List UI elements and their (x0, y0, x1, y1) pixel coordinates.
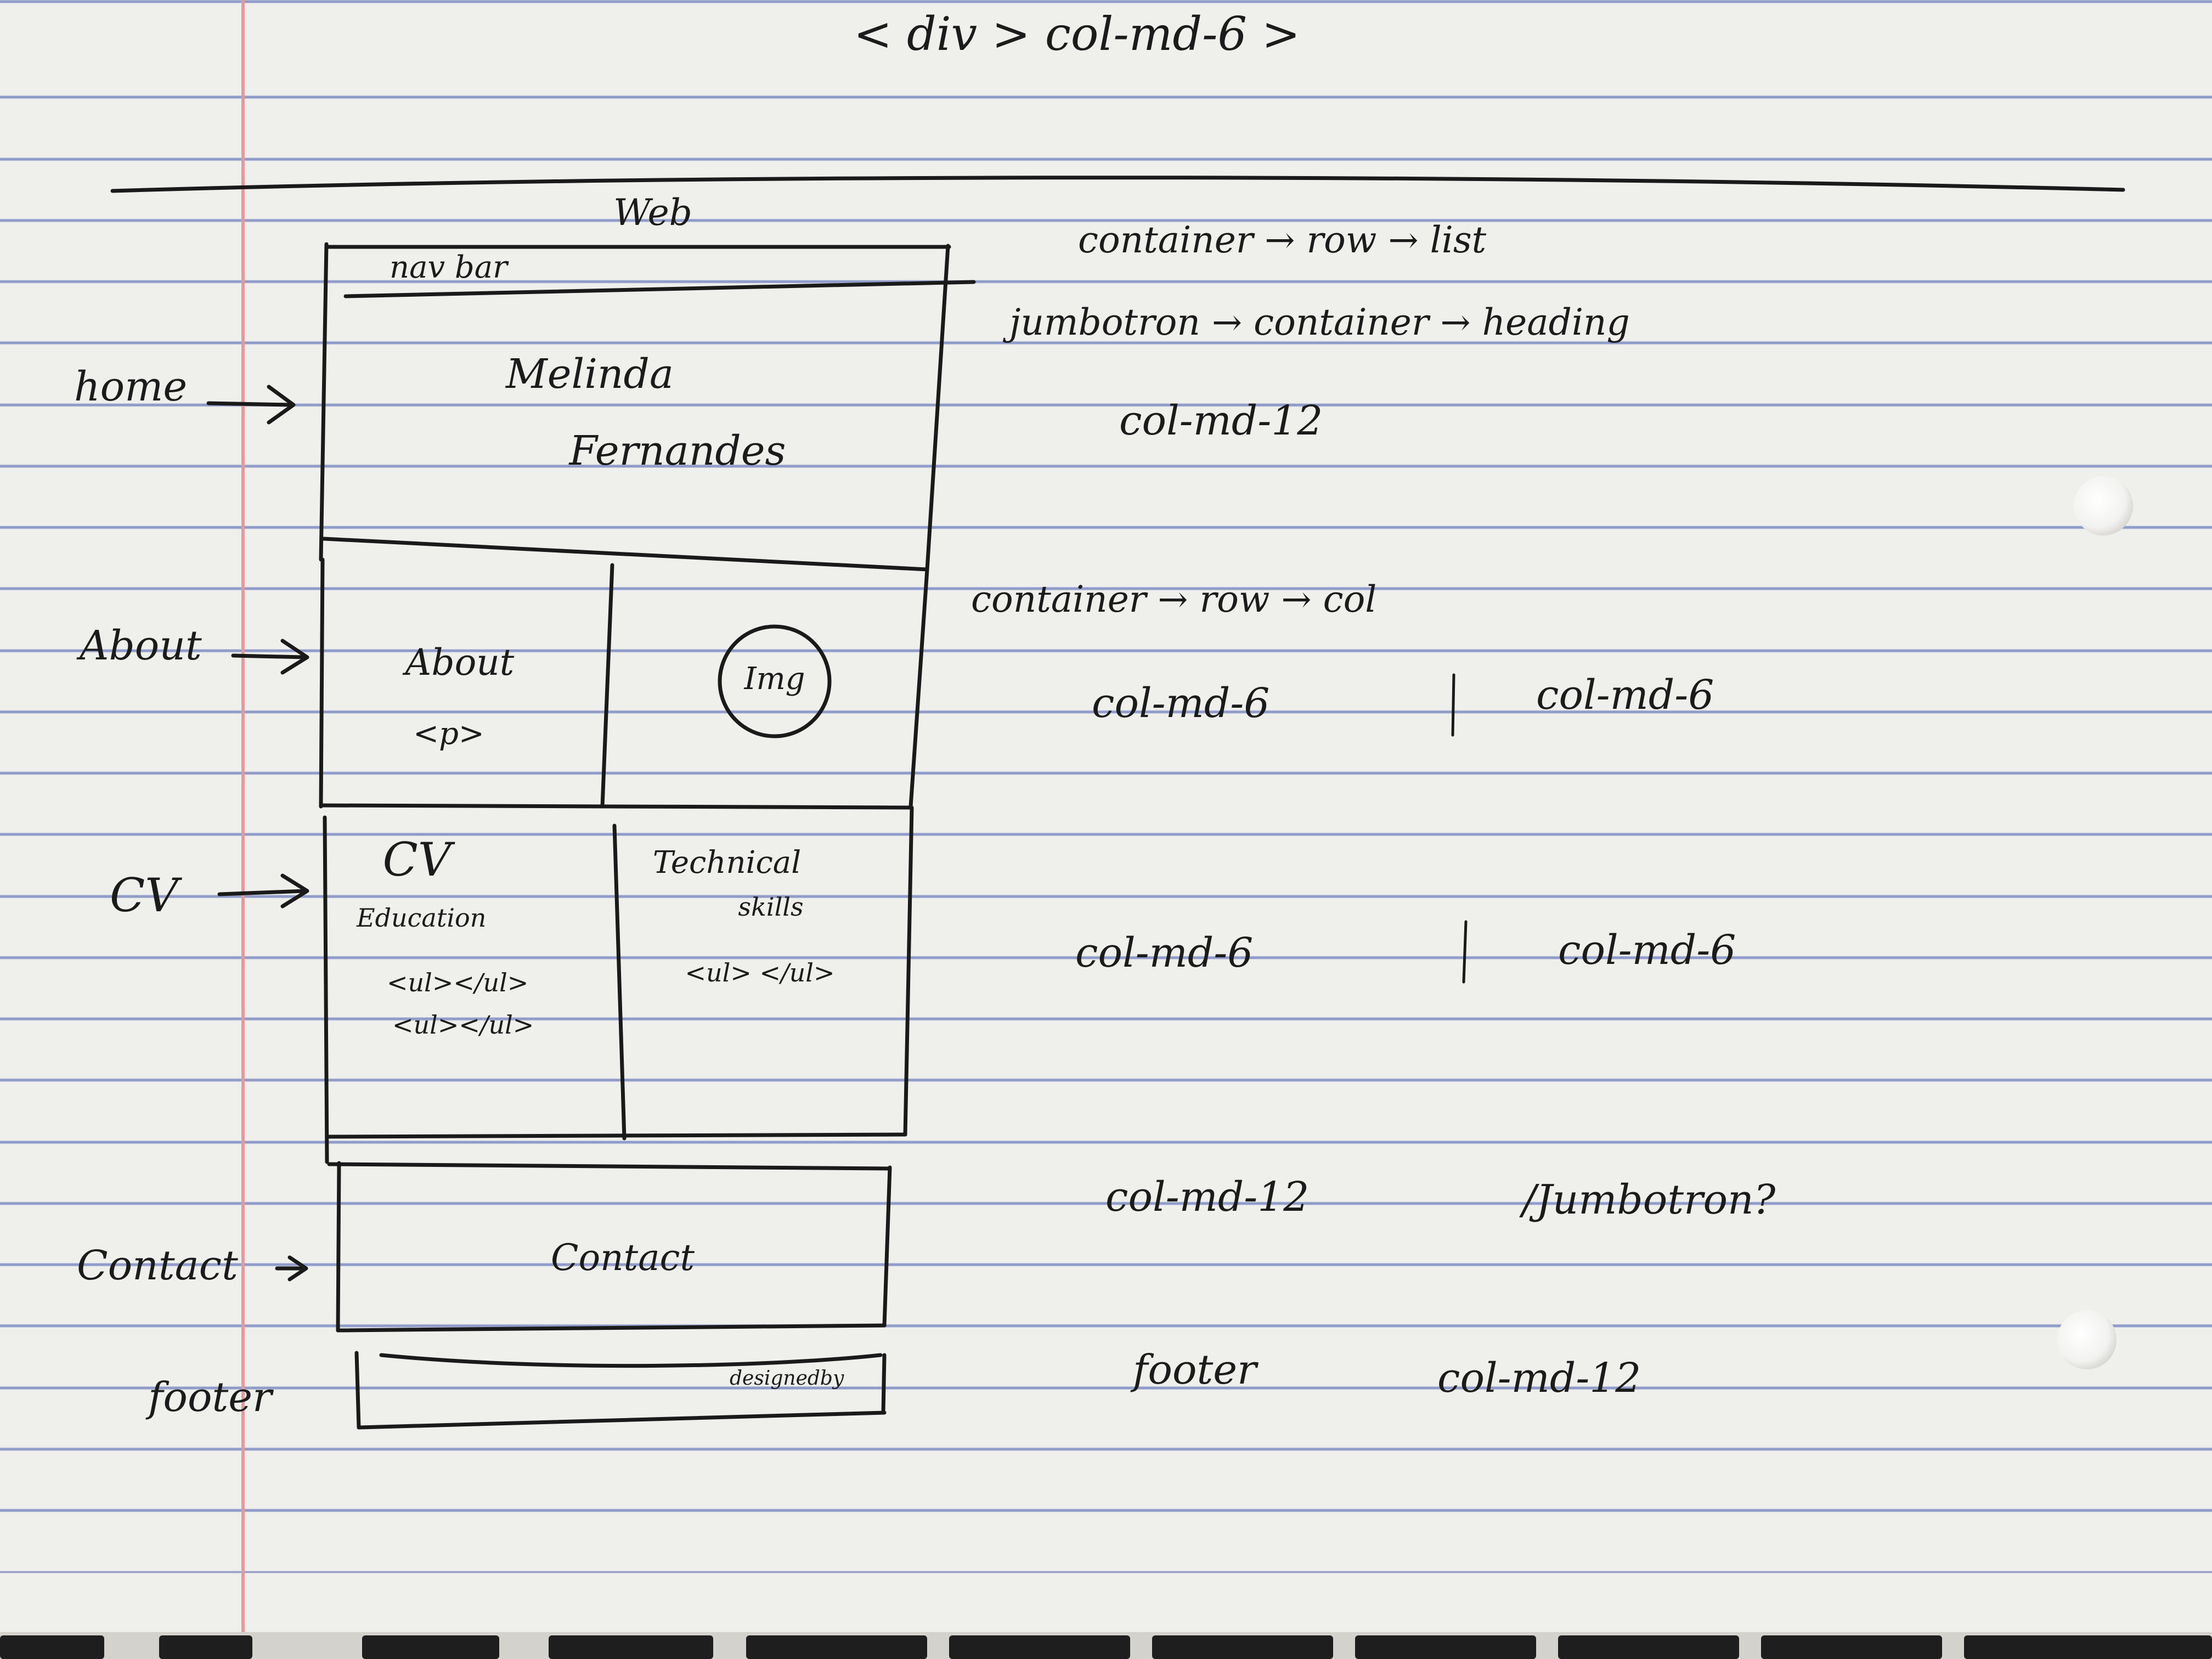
keyboard-key (0, 1635, 104, 1659)
cv-heading: CV (382, 833, 452, 887)
keyboard-edge (0, 1632, 2212, 1659)
note-about-col-right: col-md-6 (1536, 672, 1714, 719)
about-arrow (231, 639, 309, 675)
keyboard-key (1355, 1635, 1536, 1659)
contact-left-edge (336, 1161, 341, 1333)
note-contact-jumbotron: /Jumbotron? (1522, 1176, 1776, 1223)
keyboard-key (1558, 1635, 1739, 1659)
cv-arrow (217, 873, 309, 909)
note-cv-col-right: col-md-6 (1558, 927, 1736, 974)
jumbotron-name-last: Fernandes (569, 427, 786, 475)
contact-right-edge (882, 1165, 892, 1328)
cv-column-divider (612, 823, 627, 1141)
page-header-title: < div > col-md-6 > (853, 7, 1301, 61)
footer-designed-by: designedby (730, 1367, 844, 1390)
header-rule (110, 176, 2125, 193)
note-footer-name: footer (1133, 1346, 1257, 1393)
jumbotron-name-first: Melinda (505, 351, 674, 398)
note-about-structure: container → row → col (971, 578, 1377, 620)
nav-bar-line (343, 280, 976, 298)
keyboard-key (159, 1635, 252, 1659)
keyboard-key (949, 1635, 1130, 1659)
footer-bottom (357, 1410, 887, 1430)
about-left-edge (319, 557, 325, 809)
skills-heading-line2: skills (738, 892, 804, 922)
wireframe-title: Web (613, 191, 692, 234)
keyboard-key (1152, 1635, 1333, 1659)
footer-top (379, 1353, 883, 1368)
about-right-edge (909, 567, 929, 809)
keyboard-key (1761, 1635, 1942, 1659)
image-label: Img (744, 661, 805, 697)
browser-frame-right (925, 244, 950, 572)
section-label-contact: Contact (77, 1242, 238, 1289)
nav-bar-label: nav bar (390, 250, 507, 285)
section-label-about: About (80, 622, 202, 669)
contact-top (327, 1162, 891, 1171)
contact-label: Contact (550, 1237, 695, 1279)
note-about-col-left: col-md-6 (1092, 680, 1270, 727)
home-arrow (206, 385, 296, 425)
note-cv-col-left: col-md-6 (1075, 929, 1254, 977)
section-label-home: home (74, 363, 188, 410)
keyboard-key (362, 1635, 499, 1659)
browser-frame-left (319, 242, 329, 562)
skills-heading-line1: Technical (652, 845, 802, 881)
about-bottom (319, 803, 913, 810)
skills-list: <ul> </ul> (685, 958, 835, 988)
margin-line (241, 0, 245, 1632)
keyboard-key (549, 1635, 713, 1659)
section-label-cv: CV (110, 868, 178, 922)
note-jumbotron-col: col-md-12 (1119, 397, 1323, 444)
image-placeholder-circle (718, 624, 832, 738)
cv-education-list-1: <ul></ul> (387, 968, 529, 997)
keyboard-key (1964, 1635, 2212, 1659)
punch-hole-top (2074, 476, 2133, 535)
footer-right-edge (881, 1353, 887, 1415)
cv-left-edge (323, 815, 329, 1164)
jumbotron-divider (321, 537, 929, 572)
footer-left-edge (354, 1351, 361, 1430)
cv-right-edge (903, 805, 914, 1137)
cv-education-label: Education (357, 903, 487, 933)
note-footer-col: col-md-12 (1437, 1355, 1641, 1402)
about-heading: About (405, 641, 515, 684)
about-paragraph-tag: <p> (413, 716, 484, 752)
note-nav-structure: container → row → list (1078, 219, 1487, 261)
section-label-footer: footer (148, 1374, 272, 1421)
punch-hole-bottom (2057, 1310, 2117, 1369)
col-divider-mark-about (1451, 673, 1455, 737)
cv-bottom (325, 1132, 907, 1139)
contact-arrow (275, 1255, 308, 1282)
note-contact-col: col-md-12 (1105, 1173, 1310, 1221)
about-column-divider (600, 563, 614, 809)
col-divider-mark-cv (1462, 920, 1468, 984)
contact-bottom (336, 1323, 887, 1333)
note-jumbotron-structure: jumbotron → container → heading (1009, 301, 1630, 343)
keyboard-key (746, 1635, 927, 1659)
cv-education-list-2: <ul></ul> (392, 1010, 534, 1040)
